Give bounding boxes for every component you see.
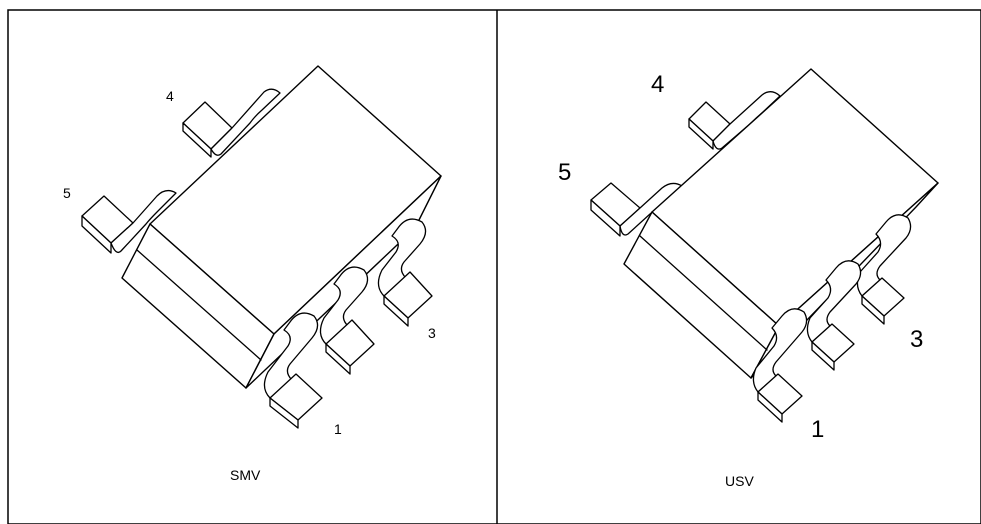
smv-package-drawing (81, 65, 442, 429)
smv-lead-pin3 (377, 218, 433, 327)
usv-lead-pin1 (752, 308, 808, 423)
usv-lead-pin5 (590, 182, 683, 237)
usv-pin1-label: 1 (811, 416, 824, 443)
smv-lead-pin2 (319, 266, 375, 375)
usv-pin4-label: 4 (651, 71, 664, 98)
smv-lead-pin5 (81, 189, 177, 254)
smv-pin3-label: 3 (428, 325, 436, 341)
smv-pin1-label: 1 (334, 421, 342, 437)
smv-package-label: SMV (230, 467, 261, 483)
usv-lead-pin2 (806, 260, 862, 371)
usv-pin3-label: 3 (910, 326, 923, 353)
usv-lead-pin3 (856, 214, 912, 325)
usv-pin5-label: 5 (558, 159, 571, 186)
usv-package-drawing (590, 68, 939, 423)
smv-pin5-label: 5 (63, 185, 71, 201)
smv-pin4-label: 4 (166, 88, 174, 104)
table-borders (7, 9, 981, 524)
usv-lead-pin4 (688, 91, 781, 150)
usv-package-label: USV (725, 473, 754, 489)
smv-lead-pin1 (263, 312, 323, 429)
smv-lead-pin4 (182, 88, 281, 158)
